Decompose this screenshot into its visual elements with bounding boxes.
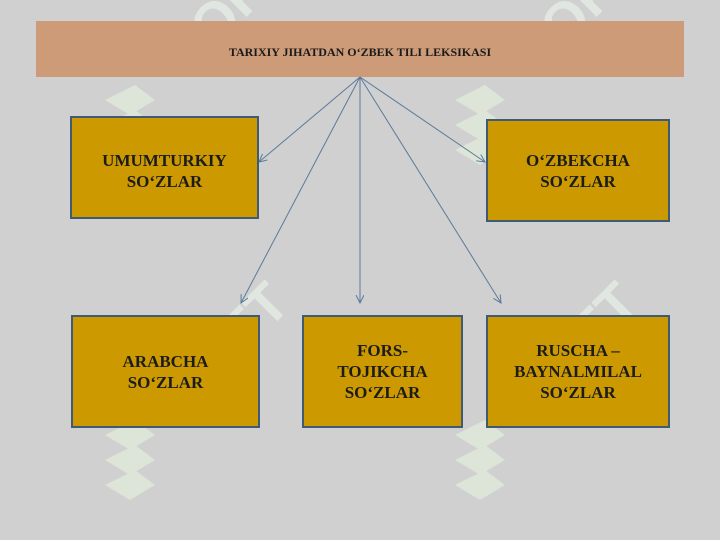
box-fors-tojikcha: FORS- TOJIKCHA SO‘ZLAR [302, 315, 463, 428]
box-ruscha-label: RUSCHA – BAYNALMILAL SO‘ZLAR [514, 341, 642, 402]
watermark-logo [95, 415, 165, 525]
arrow-to-arabcha [241, 76, 361, 303]
page-title: TARIXIY JIHATDAN O‘ZBEK TILI LEKSIKASI [228, 44, 492, 59]
arrow-to-umumturkiy [259, 76, 361, 162]
box-umumturkiy: UMUMTURKIY SO‘ZLAR [70, 116, 259, 219]
watermark-logo-icon [455, 420, 505, 500]
watermark-logo [445, 415, 515, 525]
box-ozbekcha: O‘ZBEKCHA SO‘ZLAR [486, 119, 670, 222]
watermark-logo-icon [105, 420, 155, 500]
box-arabcha-label: ARABCHA SO‘ZLAR [122, 351, 209, 392]
box-fors-tojikcha-label: FORS- TOJIKCHA SO‘ZLAR [337, 341, 428, 402]
box-umumturkiy-label: UMUMTURKIY SO‘ZLAR [102, 151, 227, 191]
box-ruscha: RUSCHA – BAYNALMILAL SO‘ZLAR [486, 315, 670, 428]
box-arabcha: ARABCHA SO‘ZLAR [71, 315, 260, 428]
arrow-to-ruscha [359, 76, 501, 303]
title-bar: TARIXIY JIHATDAN O‘ZBEK TILI LEKSIKASI [36, 21, 684, 77]
arrow-to-ozbekcha [359, 76, 485, 162]
box-ozbekcha-label: O‘ZBEKCHA SO‘ZLAR [526, 150, 630, 191]
